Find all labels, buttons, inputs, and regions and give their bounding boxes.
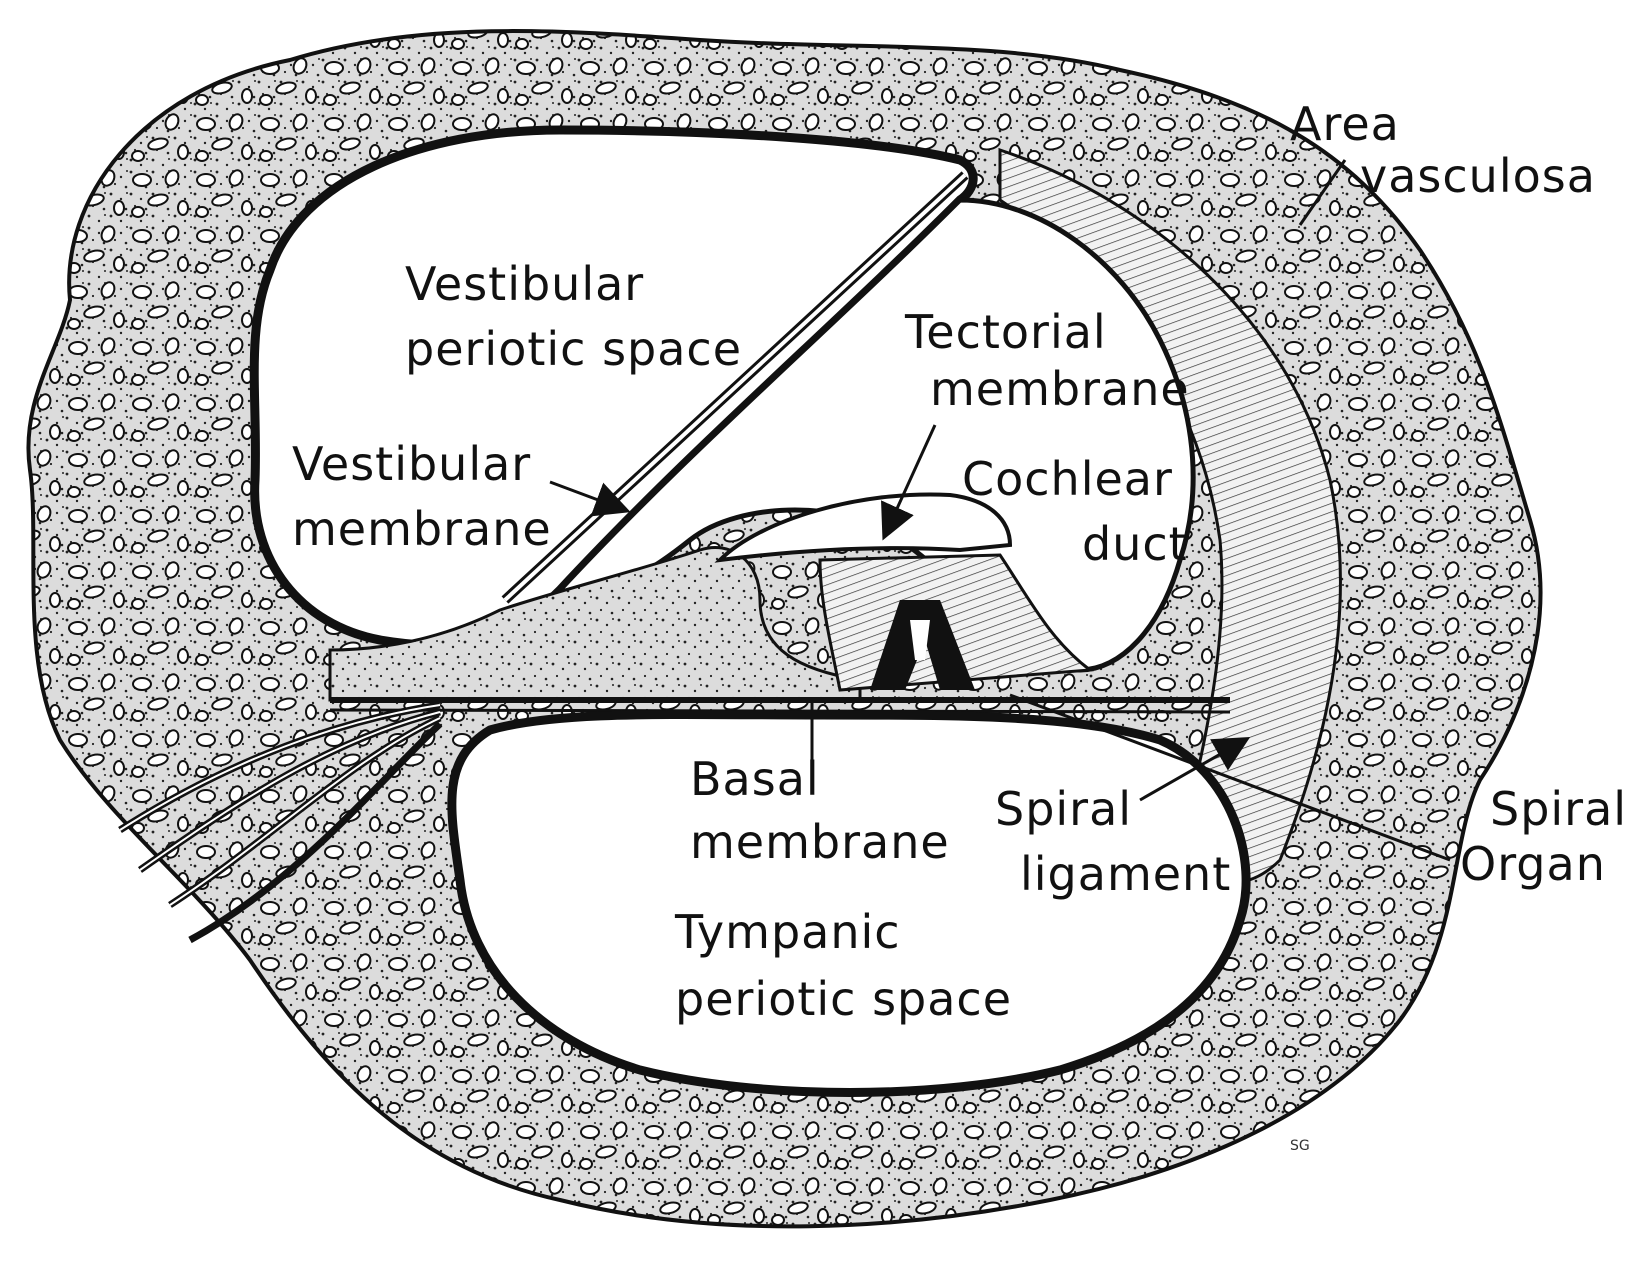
- label-spiral-organ: Spiral Organ: [1460, 782, 1643, 891]
- tympanic-periotic-space: [452, 714, 1246, 1092]
- artist-signature: SG: [1290, 1138, 1310, 1154]
